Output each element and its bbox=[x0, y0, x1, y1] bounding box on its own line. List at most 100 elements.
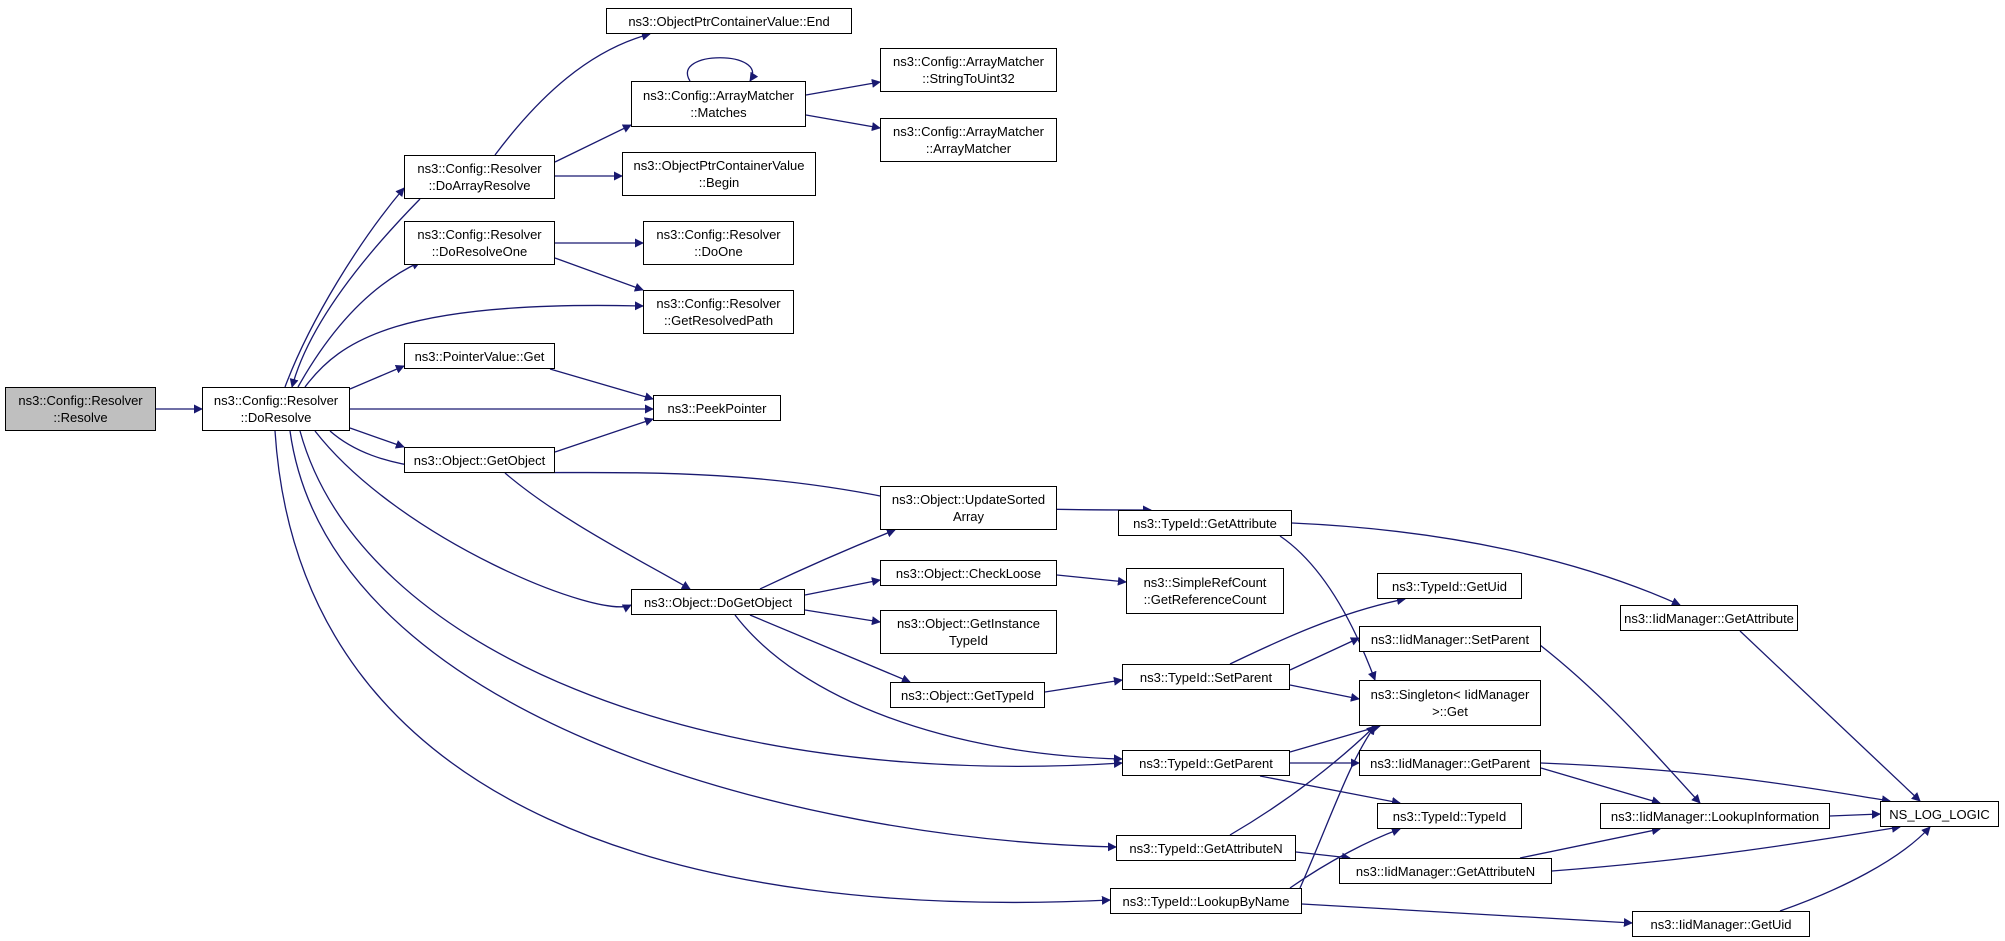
node-label: ns3::Config::ArrayMatcher bbox=[642, 88, 794, 103]
node-begin[interactable]: ns3::ObjectPtrContainerValue::Begin bbox=[622, 152, 816, 196]
node-label: ::Matches bbox=[690, 105, 747, 120]
node-arraymatcher[interactable]: ns3::Config::ArrayMatcher::ArrayMatcher bbox=[880, 118, 1057, 162]
edge-setparent-iidsetparent bbox=[1289, 637, 1360, 671]
node-label: ns3::ObjectPtrContainerValue bbox=[633, 158, 805, 173]
node-label: ns3::Singleton< IidManager bbox=[1370, 687, 1530, 702]
node-iidgetuid[interactable]: ns3::IidManager::GetUid bbox=[1632, 911, 1810, 937]
edge-checkloose-getreferencecount bbox=[1056, 574, 1127, 586]
edge-doarrayresolve-doresolve bbox=[289, 198, 421, 388]
node-label: ns3::Config::Resolver bbox=[656, 296, 781, 311]
edge-doresolve-dogetobject-path bbox=[314, 430, 632, 613]
node-typeidtypeid[interactable]: ns3::TypeId::TypeId bbox=[1377, 803, 1522, 829]
node-label: NS_LOG_LOGIC bbox=[1889, 806, 1990, 822]
node-label: ::Resolve bbox=[53, 410, 108, 425]
node-lookupbyname[interactable]: ns3::TypeId::LookupByName bbox=[1110, 888, 1302, 914]
edge-doresolve-getobject bbox=[349, 427, 405, 449]
node-label: ns3::Object::GetTypeId bbox=[901, 687, 1034, 703]
edge-iidgetuid-nsloglogic bbox=[1779, 826, 1931, 912]
edge-doarrayresolve-matches bbox=[554, 124, 632, 163]
node-label: ns3::Object::GetInstance bbox=[896, 616, 1041, 631]
edge-getparent-typeidtypeid bbox=[1259, 775, 1401, 806]
node-getattributen[interactable]: ns3::TypeId::GetAttributeN bbox=[1116, 835, 1296, 861]
edge-dogetobject-getinstancetypeid bbox=[804, 609, 881, 626]
node-label: ns3::TypeId::SetParent bbox=[1139, 669, 1273, 685]
node-peekpointer[interactable]: ns3::PeekPointer bbox=[653, 395, 781, 421]
node-label: ns3::IidManager::GetParent bbox=[1370, 755, 1530, 771]
edge-getparent-singletonget bbox=[1289, 723, 1381, 753]
node-label: ::DoResolve bbox=[240, 410, 312, 425]
node-setparent[interactable]: ns3::TypeId::SetParent bbox=[1122, 664, 1290, 690]
node-lookupinformation[interactable]: ns3::IidManager::LookupInformation bbox=[1600, 803, 1830, 829]
node-gettypeid[interactable]: ns3::Object::GetTypeId bbox=[890, 682, 1045, 708]
edge-getattributen-singletonget bbox=[1229, 725, 1376, 836]
edge-setparent-singletonget bbox=[1289, 684, 1360, 702]
node-singletonget[interactable]: ns3::Singleton< IidManager>::Get bbox=[1359, 680, 1541, 726]
node-getreferencecount[interactable]: ns3::SimpleRefCount::GetReferenceCount bbox=[1126, 568, 1284, 614]
node-checkloose[interactable]: ns3::Object::CheckLoose bbox=[880, 560, 1057, 586]
node-doresolveone[interactable]: ns3::Config::Resolver::DoResolveOne bbox=[404, 221, 555, 265]
edge-dogetobject-checkloose bbox=[804, 577, 881, 596]
node-label: Array bbox=[952, 509, 985, 524]
node-iidgetattributen[interactable]: ns3::IidManager::GetAttributeN bbox=[1339, 858, 1552, 884]
node-label: ns3::Config::Resolver bbox=[18, 393, 143, 408]
node-label: ns3::SimpleRefCount bbox=[1143, 575, 1267, 590]
edge-iidgetparent-nsloglogic bbox=[1540, 762, 1891, 805]
node-label: ns3::PeekPointer bbox=[667, 400, 767, 416]
node-label: ns3::TypeId::LookupByName bbox=[1122, 893, 1290, 909]
node-label: ns3::IidManager::SetParent bbox=[1370, 631, 1530, 647]
node-iidgetparent[interactable]: ns3::IidManager::GetParent bbox=[1359, 750, 1541, 776]
node-pointervalueget[interactable]: ns3::PointerValue::Get bbox=[404, 343, 555, 369]
node-label: ns3::PointerValue::Get bbox=[414, 348, 545, 364]
node-doone[interactable]: ns3::Config::Resolver::DoOne bbox=[643, 221, 794, 265]
node-stringtouint32[interactable]: ns3::Config::ArrayMatcher::StringToUint3… bbox=[880, 48, 1057, 92]
edge-lookupbyname-iidgetuid bbox=[1301, 903, 1633, 928]
node-doarrayresolve[interactable]: ns3::Config::Resolver::DoArrayResolve bbox=[404, 155, 555, 199]
node-label: ::DoArrayResolve bbox=[428, 178, 531, 193]
node-doresolve[interactable]: ns3::Config::Resolver::DoResolve bbox=[202, 387, 350, 431]
edge-dogetobject-getparent bbox=[734, 614, 1123, 764]
node-matches[interactable]: ns3::Config::ArrayMatcher::Matches bbox=[631, 81, 806, 127]
node-label: ns3::Config::ArrayMatcher bbox=[892, 54, 1044, 69]
node-iidgetattribute[interactable]: ns3::IidManager::GetAttribute bbox=[1620, 605, 1798, 631]
node-label: ::DoOne bbox=[694, 244, 743, 259]
node-end[interactable]: ns3::ObjectPtrContainerValue::End bbox=[606, 8, 852, 34]
edge-lookupbyname-singletonget bbox=[1299, 725, 1376, 889]
node-label: ns3::IidManager::GetUid bbox=[1650, 916, 1792, 932]
node-label: ns3::IidManager::GetAttributeN bbox=[1355, 863, 1536, 879]
edge-dogetobject-updatesortedarray bbox=[759, 528, 896, 590]
node-label: ::ArrayMatcher bbox=[925, 141, 1012, 156]
edge-getattribute-singletonget bbox=[1279, 535, 1377, 681]
edge-iidgetattributen-nsloglogic bbox=[1551, 823, 1901, 872]
edge-doresolve-getparent bbox=[299, 430, 1123, 769]
edge-doarrayresolve-end bbox=[494, 31, 651, 156]
edge-iidgetattributen-lookupinformation bbox=[1519, 826, 1661, 859]
edge-doresolve-lookupbyname bbox=[274, 430, 1111, 905]
node-label: ns3::Object::DoGetObject bbox=[643, 594, 793, 610]
node-label: ns3::Config::ArrayMatcher bbox=[892, 124, 1044, 139]
node-label: ns3::Config::Resolver bbox=[417, 227, 542, 242]
node-label: ns3::Config::Resolver bbox=[213, 393, 339, 408]
node-getresolvedpath[interactable]: ns3::Config::Resolver::GetResolvedPath bbox=[643, 290, 794, 334]
edge-matches-stringtouint32 bbox=[805, 78, 881, 96]
node-label: ns3::TypeId::TypeId bbox=[1392, 808, 1507, 824]
node-getobject[interactable]: ns3::Object::GetObject bbox=[404, 447, 555, 473]
edge-pointervalueget-peekpointer bbox=[549, 368, 654, 402]
node-label: ns3::Config::Resolver bbox=[417, 161, 542, 176]
node-iidsetparent[interactable]: ns3::IidManager::SetParent bbox=[1359, 626, 1541, 652]
node-label: ::Begin bbox=[698, 175, 740, 190]
edge-getattributen-iidgetattributen bbox=[1295, 851, 1351, 862]
node-getattribute[interactable]: ns3::TypeId::GetAttribute bbox=[1118, 510, 1292, 536]
node-getuid[interactable]: ns3::TypeId::GetUid bbox=[1377, 573, 1522, 599]
node-label: ns3::ObjectPtrContainerValue::End bbox=[628, 13, 830, 29]
node-nsloglogic[interactable]: NS_LOG_LOGIC bbox=[1880, 801, 1999, 827]
edge-matches-arraymatcher bbox=[805, 114, 881, 132]
node-label: >::Get bbox=[1432, 704, 1468, 719]
node-dogetobject[interactable]: ns3::Object::DoGetObject bbox=[631, 589, 805, 615]
edge-iidgetparent-lookupinformation bbox=[1540, 767, 1661, 806]
node-label: ::StringToUint32 bbox=[922, 71, 1015, 86]
node-label: ns3::TypeId::GetAttribute bbox=[1133, 515, 1277, 531]
node-getparent[interactable]: ns3::TypeId::GetParent bbox=[1122, 750, 1290, 776]
